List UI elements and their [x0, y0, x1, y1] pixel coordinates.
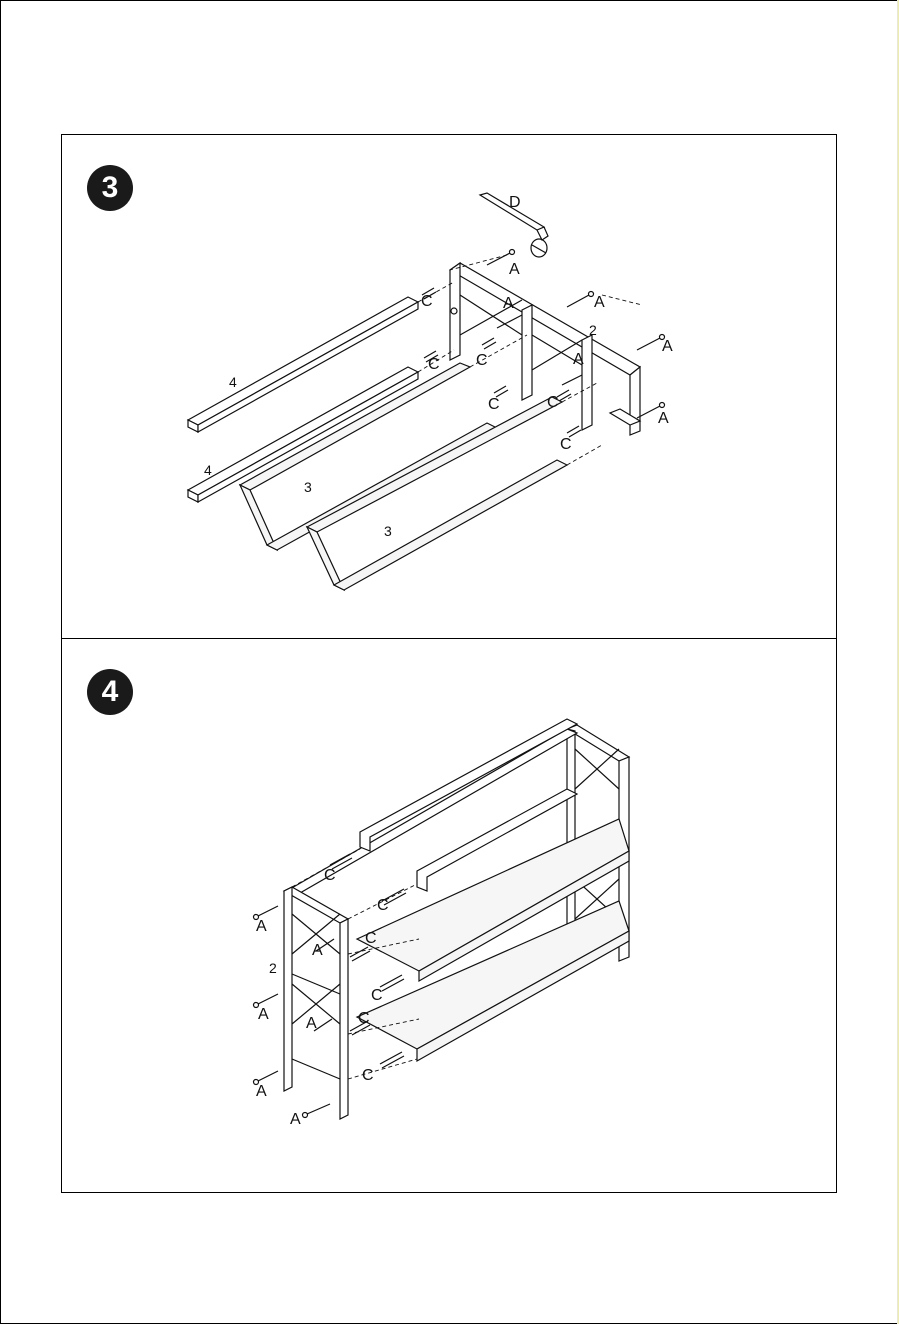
- bolt-label: A: [509, 261, 520, 278]
- step-4-diagram: 2 A A A A A A C C C C C C: [62, 639, 836, 1192]
- long-rail-label-lower: 4: [204, 462, 212, 478]
- bolt-label: A: [258, 1006, 269, 1023]
- step-3-diagram: D 2 4 4: [62, 135, 836, 638]
- side-frame-left: [284, 887, 348, 1119]
- bolt-label: A: [306, 1015, 317, 1032]
- dowel-label: C: [547, 394, 559, 411]
- hex-key-label: D: [509, 194, 521, 211]
- dowel-label: C: [371, 987, 383, 1004]
- dowel-label: C: [421, 293, 433, 310]
- bolt-label: A: [290, 1111, 301, 1128]
- long-rail-label-upper: 4: [229, 374, 237, 390]
- bolt-label: A: [256, 1083, 267, 1100]
- dowel-label: C: [358, 1010, 370, 1027]
- dowel-label: C: [365, 930, 377, 947]
- dowel-label: C: [377, 897, 389, 914]
- bolt-label: A: [573, 351, 584, 368]
- bolt-label: A: [594, 294, 605, 311]
- dowel-label: C: [488, 396, 500, 413]
- dowel-label: C: [560, 436, 572, 453]
- step-3-panel: 3 D 2 4: [61, 134, 837, 639]
- dowel-label: C: [324, 867, 336, 884]
- shelf-label-lower: 3: [384, 523, 392, 539]
- bolt-label: A: [256, 918, 267, 935]
- side-frame-label: 2: [589, 322, 597, 338]
- dowel-label: C: [362, 1067, 374, 1084]
- bolt-label: A: [658, 410, 669, 427]
- bolt-label: A: [662, 338, 673, 355]
- shelf-label-upper: 3: [304, 479, 312, 495]
- dowel: [422, 288, 581, 437]
- side-frame-label: 2: [269, 960, 277, 976]
- dowel-label: C: [476, 352, 488, 369]
- step-4-panel: 4: [61, 638, 837, 1193]
- bolt-label: A: [503, 295, 514, 312]
- dowel-label: C: [428, 356, 440, 373]
- bolt-label: A: [312, 942, 323, 959]
